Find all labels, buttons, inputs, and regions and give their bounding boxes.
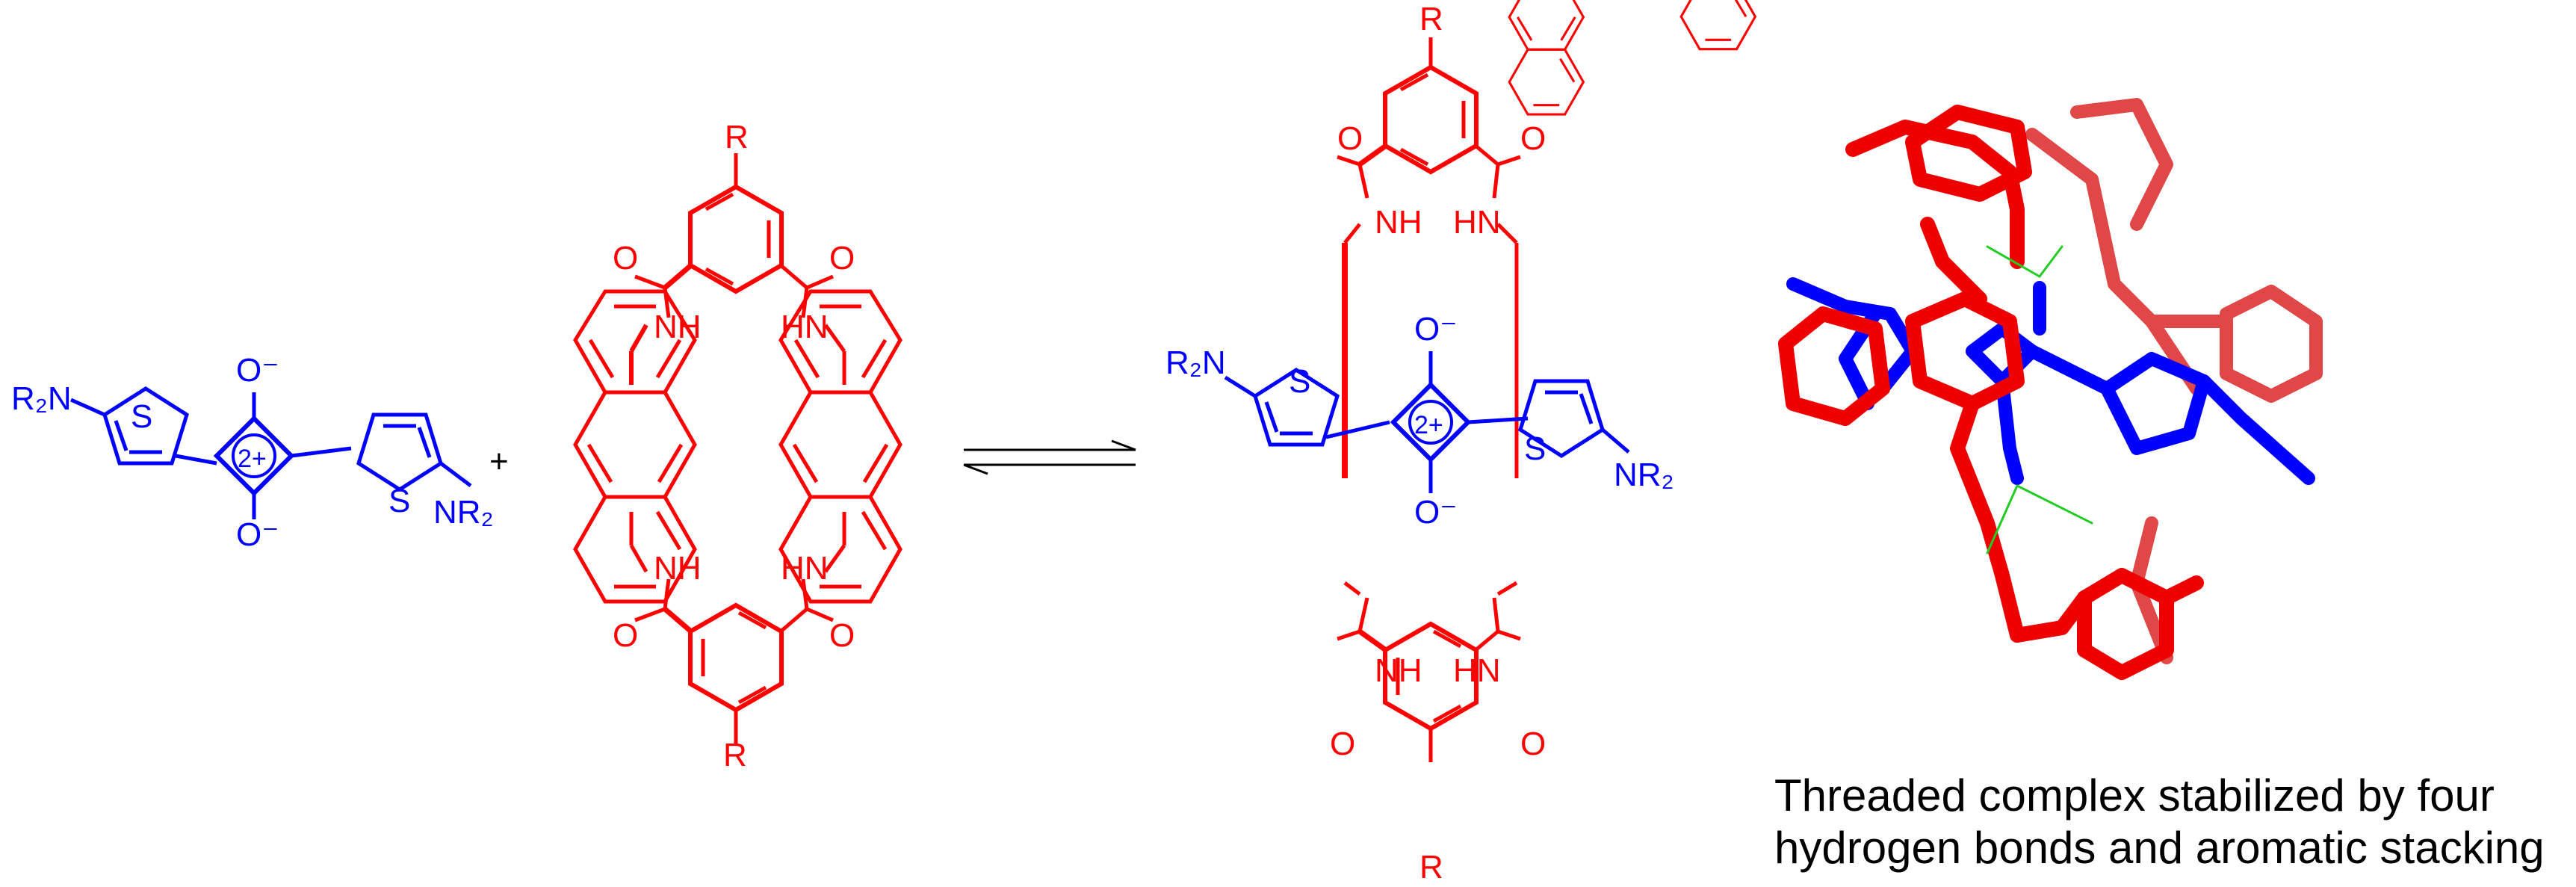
amide-hn-label: HN [1453,652,1501,689]
oxide-bottom-label: O⁻ [1414,494,1457,531]
isophthalamide-ring-top [690,187,781,291]
host-macrocycle [575,153,900,744]
amide-nh-label: NH [654,550,702,587]
host-model-front [1778,105,2204,680]
complex-anthracene-left [1508,0,1585,116]
amide-hn-label: HN [1453,204,1501,241]
amide-hn-label: HN [781,309,829,345]
carbonyl-o-label: O [613,240,638,276]
oxide-top-label: O⁻ [1414,311,1457,347]
amide-nh-label: NH [1375,652,1422,689]
sulfur-label: S [1524,430,1546,467]
carbonyl-o-label: O [829,617,855,654]
charge-label: 2+ [1414,411,1443,439]
plus-sign: + [489,443,509,480]
sulfur-label: S [388,483,410,519]
carbonyl-o-label: O [1520,726,1546,762]
equilibrium-arrows [963,439,1136,475]
r2n-label: R₂N [11,380,72,417]
threaded-complex-structure: R O O NH HN NH HN O O R R₂N S O⁻ 2+ O⁻ S… [1165,0,1756,886]
r-substituent-label: R [725,119,749,155]
figure-caption: Threaded complex stabilized by four hydr… [1774,770,2574,874]
oxide-bottom-label: O⁻ [236,516,279,553]
hydrogen-bonds [1986,245,2093,554]
complex-ring-top [1385,67,1476,172]
nr2-label: NR₂ [1614,457,1674,493]
nr2-label: NR₂ [433,494,494,531]
sulfur-label: S [131,398,152,435]
oxide-top-label: O⁻ [236,352,279,389]
isophthalamide-ring-bottom [690,605,781,710]
amide-nh-label: NH [654,309,702,345]
r-substituent-label: R [723,737,747,773]
amide-hn-label: HN [781,550,829,587]
thiophene-ring-right [359,415,441,489]
host-model-back [2025,98,2323,664]
r-substituent-label: R [1419,1,1443,37]
r-substituent-label: R [1419,849,1443,886]
charge-label: 2+ [238,445,267,473]
guest-model [1786,277,2315,485]
caption-line-1: Threaded complex stabilized by four [1774,770,2495,820]
guest-left-labels: R₂N S O⁻ 2+ O⁻ S NR₂ [11,352,494,553]
host-mid-labels: R O O NH HN NH HN O O R [613,119,855,773]
amide-nh-label: NH [1375,204,1422,241]
carbonyl-o-label: O [613,617,638,654]
carbonyl-o-label: O [829,240,855,276]
r2n-label: R₂N [1165,344,1226,381]
caption-line-2: hydrogen bonds and aromatic stacking [1774,823,2545,873]
carbonyl-o-label: O [1337,120,1363,157]
sulfur-label: S [1289,363,1310,400]
molecular-model-3d [1778,98,2323,680]
complex-anthracene-right [1679,0,1756,51]
carbonyl-o-label: O [1520,120,1546,157]
carbonyl-o-label: O [1330,726,1355,762]
guest-squaraine-molecule [69,389,472,519]
